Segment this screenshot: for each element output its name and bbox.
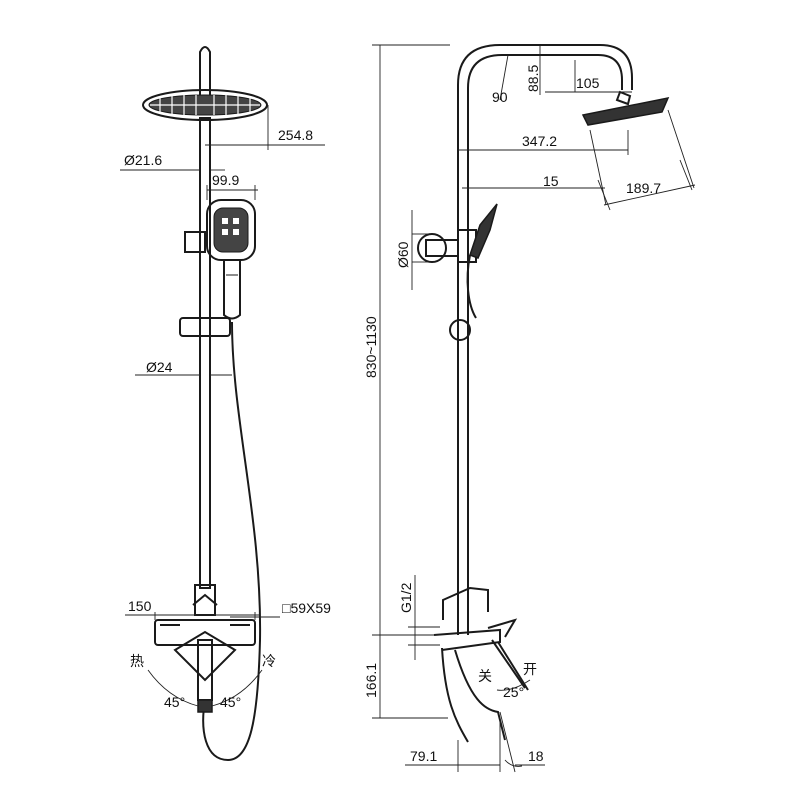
mixer-arm [433,628,501,651]
on-label: 开 [523,662,537,678]
hand-width-label: 99.9 [212,172,239,188]
head-width-label: 254.8 [278,127,313,143]
spout-height-label: 166.1 [363,663,379,698]
mixer-top [442,586,489,620]
reach-label: 347.2 [522,133,557,149]
holder-knob [417,233,447,263]
rain-head-side [581,96,670,126]
front-view: 254.8 Ø21.6 99.9 Ø24 150 □59X59 热 冷 45° … [120,46,331,762]
mixer-body [154,619,256,646]
rain-head-grid [150,95,260,115]
rain-head-outer [142,89,268,121]
mixer-width-label: 150 [128,598,152,614]
side-view: 830~1130 90 88.5 105 347.2 15 189.7 Ø60 [363,44,696,773]
thread-label: G1/2 [398,582,414,613]
lever-arm [491,639,526,689]
slide-knob [449,319,471,341]
hand-shower-side [469,203,498,259]
hand-shower-nozzles [222,218,239,235]
spout-front [454,649,506,741]
holder-dia-label: Ø60 [395,241,411,268]
head-dia-label: 189.7 [626,180,661,196]
angle-right-label: 45° [220,694,241,710]
hose [202,321,262,762]
mixer-spout [197,639,213,701]
base-size-label: □59X59 [282,600,331,616]
spout-angle-label: 18 [528,748,544,764]
side-dimensions: 830~1130 90 88.5 105 347.2 15 189.7 Ø60 [363,44,696,773]
head-offset-label: 105 [576,75,600,91]
pipe-dia-label: Ø21.6 [124,152,162,168]
hand-shower-handle [223,260,241,320]
height-range-label: 830~1130 [363,316,379,378]
mixer-lever [173,630,237,682]
wall-holder [425,239,459,257]
spout-reach-label: 79.1 [410,748,437,764]
riser-pipe [199,117,211,589]
spout-aerator [197,699,213,713]
hand-shower-face [213,207,249,253]
hot-label: 热 [130,654,144,670]
riser-arm [457,44,633,635]
riser-top [199,46,211,95]
angle-left-label: 45° [164,694,185,710]
off-label: 关 [478,669,492,685]
rail-dia-label: Ø24 [146,359,173,375]
arm-drop-label: 88.5 [525,65,541,92]
head-ball-joint [615,90,632,106]
holder-bracket [184,231,206,253]
riser-arm-inner [467,54,623,635]
hand-shower-head [206,199,256,261]
arm-angle-label: 90 [492,89,508,105]
spout-body [441,647,469,743]
slide-bar-clamp [179,317,231,337]
cold-label: 冷 [262,654,276,670]
hand-shower-handle-side [466,254,477,319]
tilt-label: 15 [543,173,559,189]
front-dimensions: 254.8 Ø21.6 99.9 Ø24 150 □59X59 热 冷 45° … [120,105,331,710]
lever-angle-label: 25° [503,684,524,700]
